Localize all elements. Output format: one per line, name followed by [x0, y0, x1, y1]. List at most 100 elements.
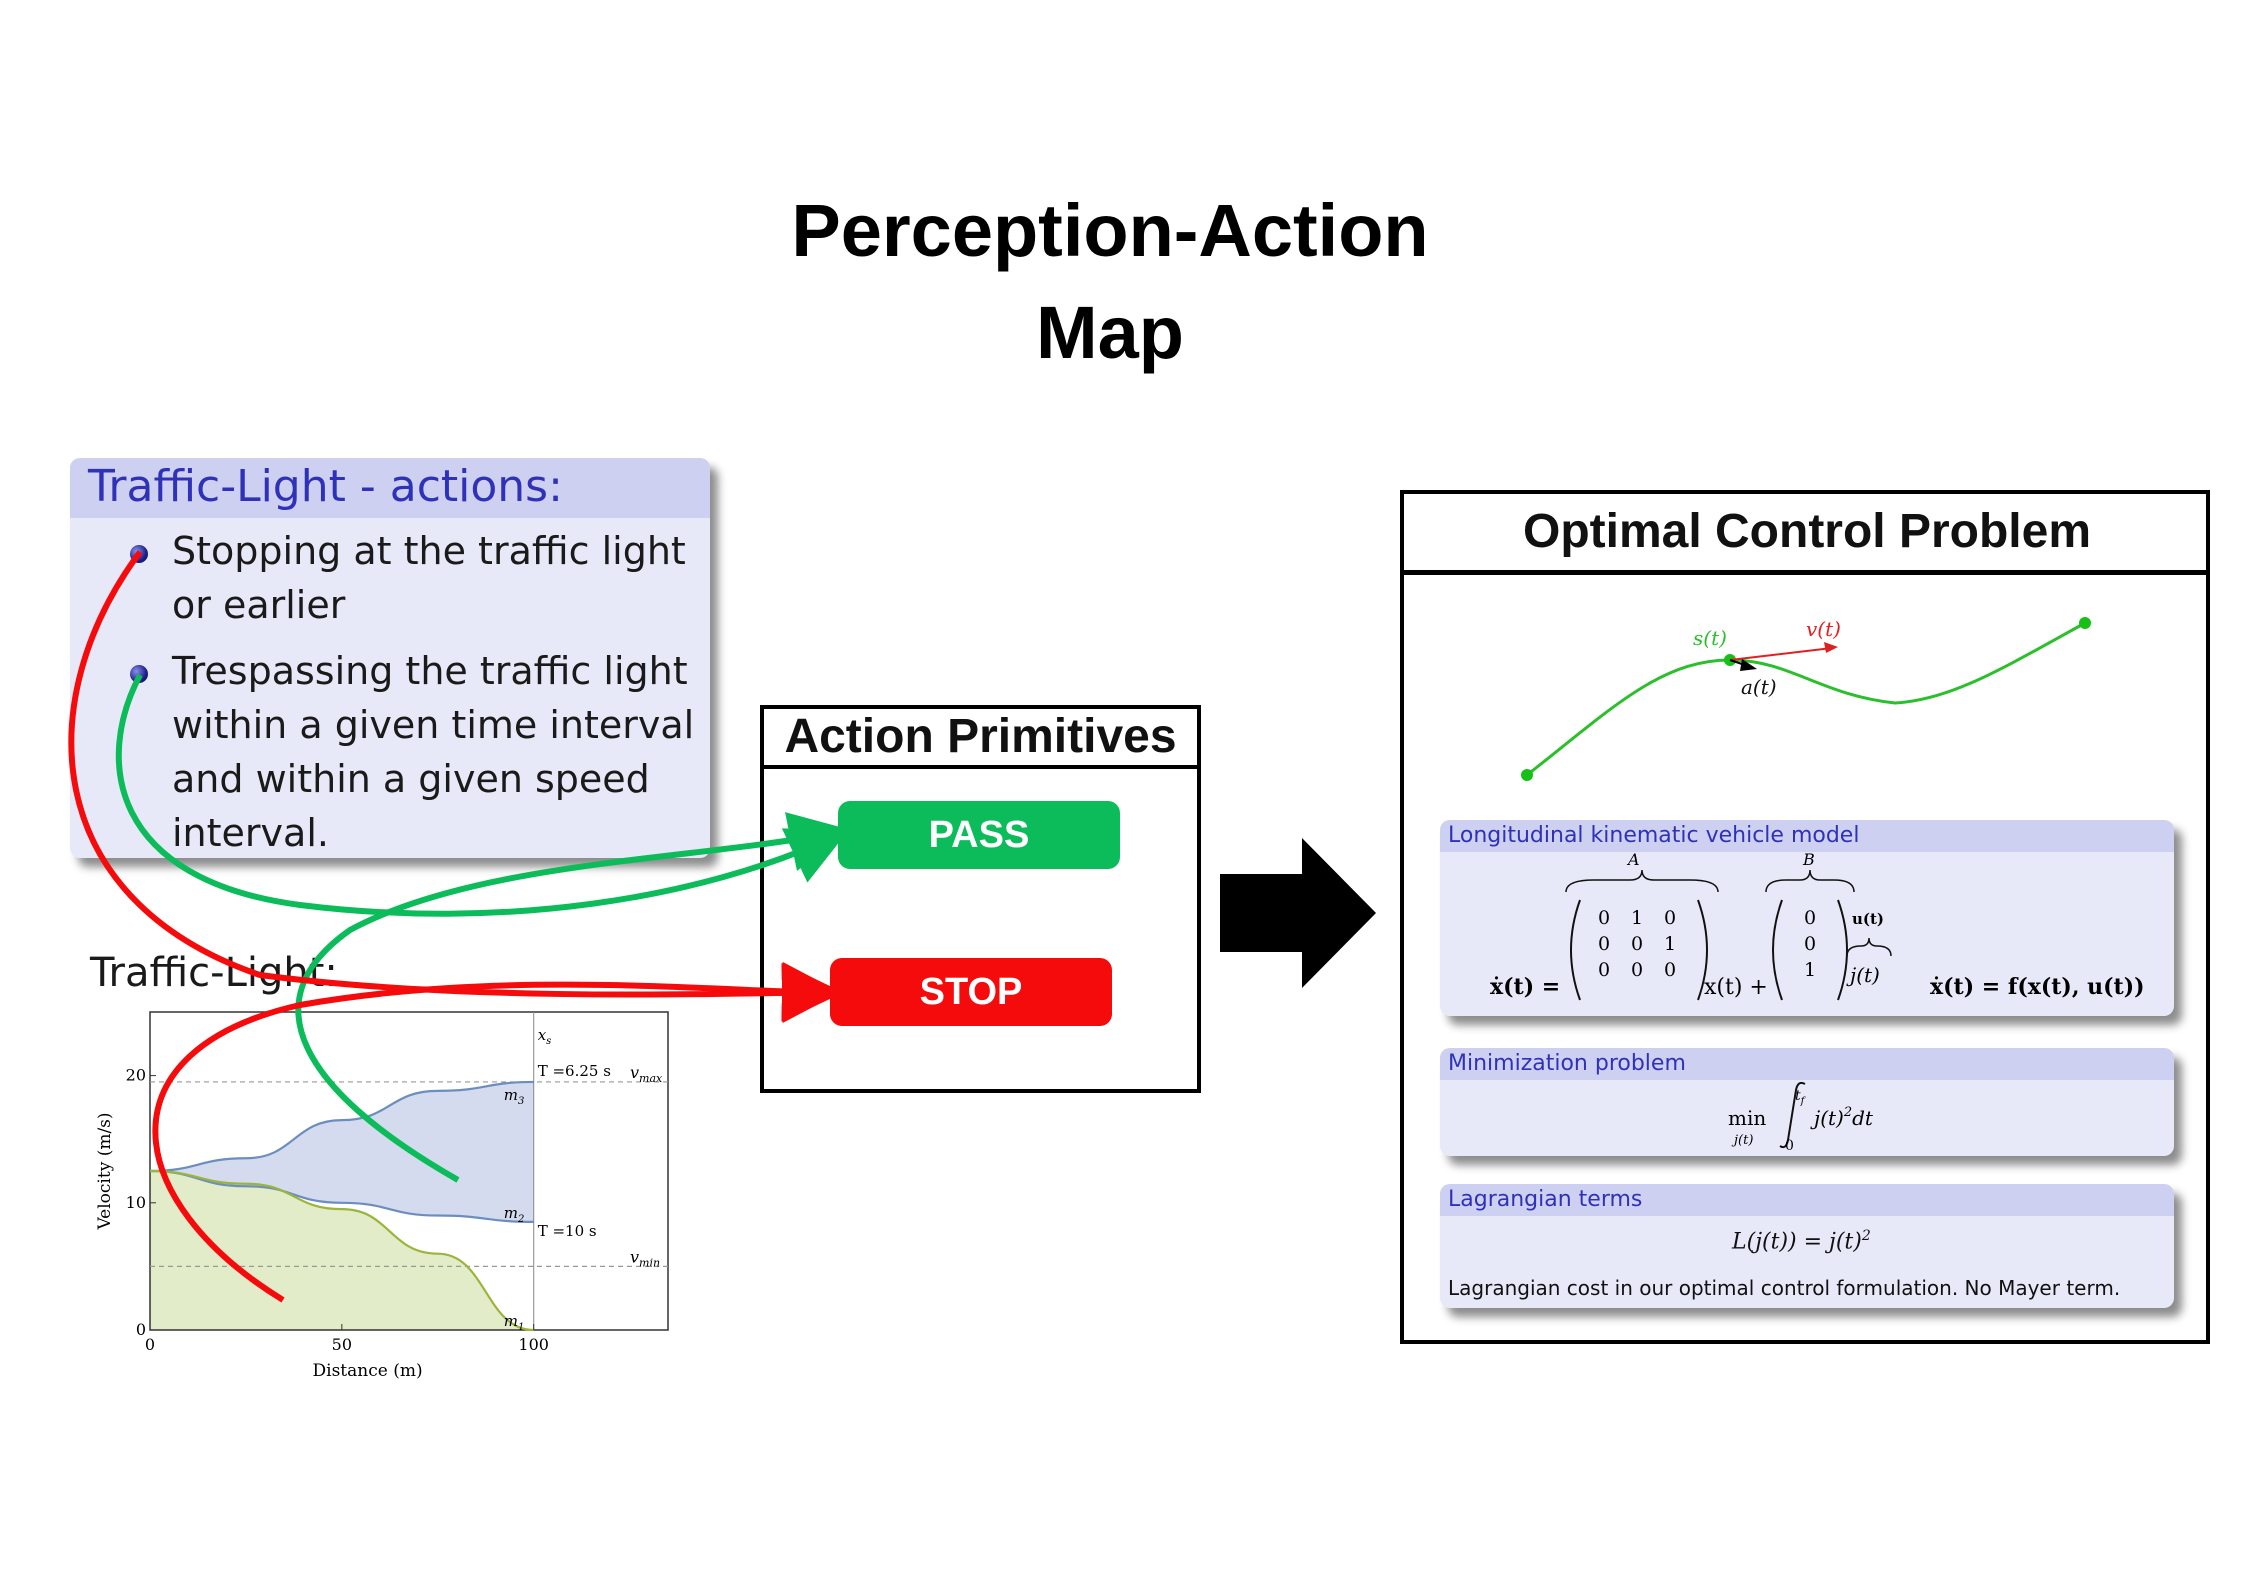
stop-line-label: xs	[538, 1026, 552, 1047]
reference-line-label: vmax	[630, 1063, 663, 1085]
action-item-pass-line-2: within a given time interval	[172, 703, 695, 747]
lagrangian-description: Lagrangian cost in our optimal control f…	[1448, 1276, 2121, 1300]
lagrangian-header: Lagrangian terms	[1440, 1184, 2174, 1216]
x-axis-label: Distance (m)	[313, 1361, 423, 1381]
action-item-stop-line-1: Stopping at the traffic light	[172, 529, 686, 573]
series-label-m1: m1	[504, 1312, 525, 1333]
b-vector: 0 0 1	[1804, 907, 1816, 981]
page-title: Perception-Action Map	[560, 180, 1660, 384]
vehicle-model-block: Longitudinal kinematic vehicle model ẋ(t…	[1440, 820, 2174, 1016]
lagrangian-equation-text: L(j(t)) = j(t)	[1732, 1229, 1862, 1255]
traffic-light-actions-block: Traffic-Light - actions: Stopping at the…	[70, 458, 710, 858]
title-line-1: Perception-Action	[791, 189, 1429, 272]
action-item-stop: Stopping at the traffic light or earlier	[172, 524, 686, 632]
a-label: a(t)	[1741, 675, 1777, 699]
integral-sign-icon	[1779, 1081, 1806, 1149]
x-tick-label: 50	[332, 1335, 352, 1354]
a-matrix-left-paren	[1570, 899, 1581, 1001]
a-overbrace	[1565, 869, 1719, 893]
bullet-icon	[130, 665, 148, 683]
a-matrix-cell: 0	[1598, 907, 1610, 929]
a-matrix-cell: 1	[1631, 907, 1643, 929]
traffic-light-actions-header: Traffic-Light - actions:	[70, 458, 710, 518]
series-line-m2	[149, 1169, 534, 1223]
u-overbrace	[1846, 937, 1892, 957]
series-label-m3: m3	[504, 1086, 525, 1107]
state-derivative-lhs: ẋ(t) =	[1490, 974, 1560, 1000]
pass-button[interactable]: PASS	[838, 801, 1120, 869]
minimization-equation: min j(t) tf 0 j(t)2dt	[1728, 1081, 1874, 1154]
stop-connector-from-text	[68, 550, 842, 1023]
action-primitives-header: Action Primitives	[764, 709, 1197, 769]
vehicle-model-header: Longitudinal kinematic vehicle model	[1440, 820, 2174, 852]
series-line-m1	[149, 1169, 534, 1332]
lower-region-fill	[150, 1171, 534, 1330]
x-tick-label: 0	[145, 1335, 155, 1354]
b-overbrace	[1765, 869, 1855, 893]
optimal-control-header: Optimal Control Problem	[1404, 494, 2210, 575]
series-time-annotation: T =10 s	[538, 1222, 597, 1240]
minimization-block: Minimization problem min j(t) tf 0 j(t)2…	[1440, 1048, 2174, 1156]
right-arrow-icon	[1220, 838, 1376, 988]
stop-button[interactable]: STOP	[830, 958, 1112, 1026]
min-subscript: j(t)	[1731, 1133, 1753, 1148]
series-line-m3	[149, 1080, 534, 1173]
action-item-pass-line-4: interval.	[172, 811, 329, 855]
a-matrix-cell: 0	[1664, 907, 1676, 929]
a-matrix-cell: 0	[1664, 959, 1676, 981]
y-tick-label: 20	[126, 1066, 146, 1085]
lagrangian-equation: L(j(t)) = j(t)2	[1732, 1228, 1871, 1254]
y-tick-label: 0	[136, 1320, 146, 1339]
acceleration-arrowhead-icon	[1740, 659, 1757, 671]
integral-upper: tf	[1795, 1088, 1807, 1107]
pass-connector-from-plot	[295, 812, 850, 1183]
b-vector-cell: 0	[1804, 907, 1816, 929]
trajectory-start-point	[1521, 769, 1533, 781]
integrand: j(t)2dt	[1810, 1105, 1874, 1130]
action-primitives-box: Action Primitives	[760, 705, 1201, 1093]
integral-lower: 0	[1785, 1138, 1794, 1154]
trajectory-curve	[1526, 621, 2086, 777]
a-matrix-cell: 0	[1598, 933, 1610, 955]
action-item-pass-line-3: and within a given speed	[172, 757, 650, 801]
b-label: B	[1802, 852, 1815, 869]
a-matrix-cell: 1	[1664, 933, 1676, 955]
chart-area: vmax vmin xs m3 T =6.25 s m2 T =10 s m1 0 50 100 0 1…	[95, 1011, 669, 1381]
a-label: A	[1626, 852, 1640, 869]
series-label-m2: m2	[504, 1204, 525, 1225]
minimization-header: Minimization problem	[1440, 1048, 2174, 1080]
x-tick-label: 100	[518, 1335, 549, 1354]
stop-connector-from-plot	[152, 961, 842, 1303]
velocity-vector	[1729, 647, 1833, 661]
trajectory-diagram: s(t) v(t) a(t)	[1521, 617, 2091, 781]
jerk-term: j(t)	[1846, 963, 1880, 987]
y-axis-label: Velocity (m/s)	[95, 1112, 115, 1230]
b-vector-cell: 0	[1804, 933, 1816, 955]
v-label: v(t)	[1806, 617, 1841, 641]
s-label: s(t)	[1693, 626, 1727, 650]
series-time-annotation: T =6.25 s	[538, 1062, 611, 1080]
action-item-stop-line-2: or earlier	[172, 583, 346, 627]
action-item-pass-line-1: Trespassing the traffic light	[172, 649, 688, 693]
upper-region-fill	[150, 1081, 534, 1222]
y-tick-label: 10	[126, 1193, 146, 1212]
u-label: u(t)	[1852, 910, 1884, 928]
state-term: x(t) +	[1704, 975, 1768, 1000]
min-operator: min	[1728, 1106, 1766, 1130]
a-matrix-cell: 0	[1631, 933, 1643, 955]
state-equation-general: ẋ(t) = f(x(t), u(t))	[1930, 974, 2145, 1000]
a-matrix-cell: 0	[1631, 959, 1643, 981]
velocity-arrowhead-icon	[1824, 642, 1838, 653]
optimal-control-box: Optimal Control Problem	[1400, 490, 2210, 1344]
b-vector-left-paren	[1772, 899, 1783, 1001]
lagrangian-block: Lagrangian terms L(j(t)) = j(t)2 Lagrang…	[1440, 1184, 2174, 1308]
a-matrix-cell: 0	[1598, 959, 1610, 981]
lagrangian-power: 2	[1861, 1228, 1871, 1244]
action-item-pass: Trespassing the traffic light within a g…	[172, 644, 694, 858]
reference-line-label: vmin	[630, 1247, 660, 1269]
b-vector-cell: 1	[1804, 959, 1816, 981]
pass-connector-from-text	[115, 673, 849, 917]
